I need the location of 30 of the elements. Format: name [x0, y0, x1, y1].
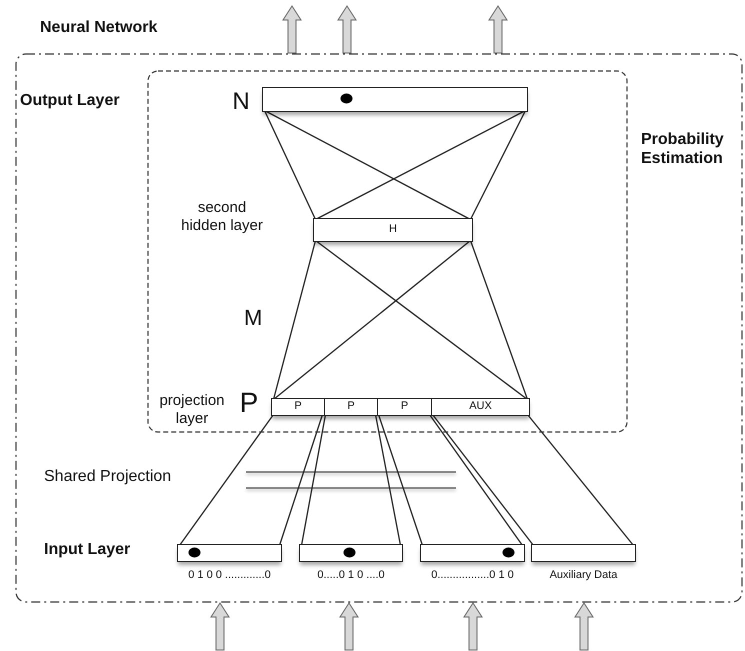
- layer-label: H: [388, 223, 398, 237]
- layer-caption: P: [238, 386, 260, 420]
- layer-caption: N: [231, 88, 251, 117]
- block-arrow: [463, 602, 483, 650]
- connection-lines: [264, 110, 526, 220]
- layer-name-label: Output Layer: [20, 91, 121, 110]
- block-arrow: [488, 5, 508, 54]
- block-arrow: [210, 602, 230, 650]
- segment-label: P: [346, 400, 356, 414]
- layer-name-label: M: [244, 305, 264, 332]
- block-arrow: [339, 602, 359, 650]
- connection-lines: [178, 414, 324, 546]
- layer-name-label: Input Layer: [44, 540, 132, 560]
- connection-lines: [378, 414, 524, 546]
- segment-label: P: [293, 400, 303, 414]
- layer-caption: Auxiliary Data: [548, 569, 618, 582]
- frame-title: Neural Network: [40, 18, 158, 38]
- segment-label: AUX: [468, 400, 493, 414]
- layer-caption: 0.................0 1 0: [430, 569, 515, 582]
- layer-caption: 0 1 0 0 .............0: [187, 569, 272, 582]
- layer-caption: 0.....0 1 0 ....0: [316, 569, 386, 582]
- segment-label: P: [400, 400, 410, 414]
- frame-title: Probability Estimation: [641, 130, 725, 168]
- layer-caption: projection layer: [158, 392, 226, 428]
- layer-caption: second hidden layer: [180, 199, 264, 235]
- layer-name-label: Shared Projection: [44, 467, 172, 486]
- connection-lines: [272, 240, 528, 400]
- block-arrow: [337, 5, 357, 54]
- block-arrow: [282, 5, 302, 54]
- block-arrow: [574, 602, 594, 650]
